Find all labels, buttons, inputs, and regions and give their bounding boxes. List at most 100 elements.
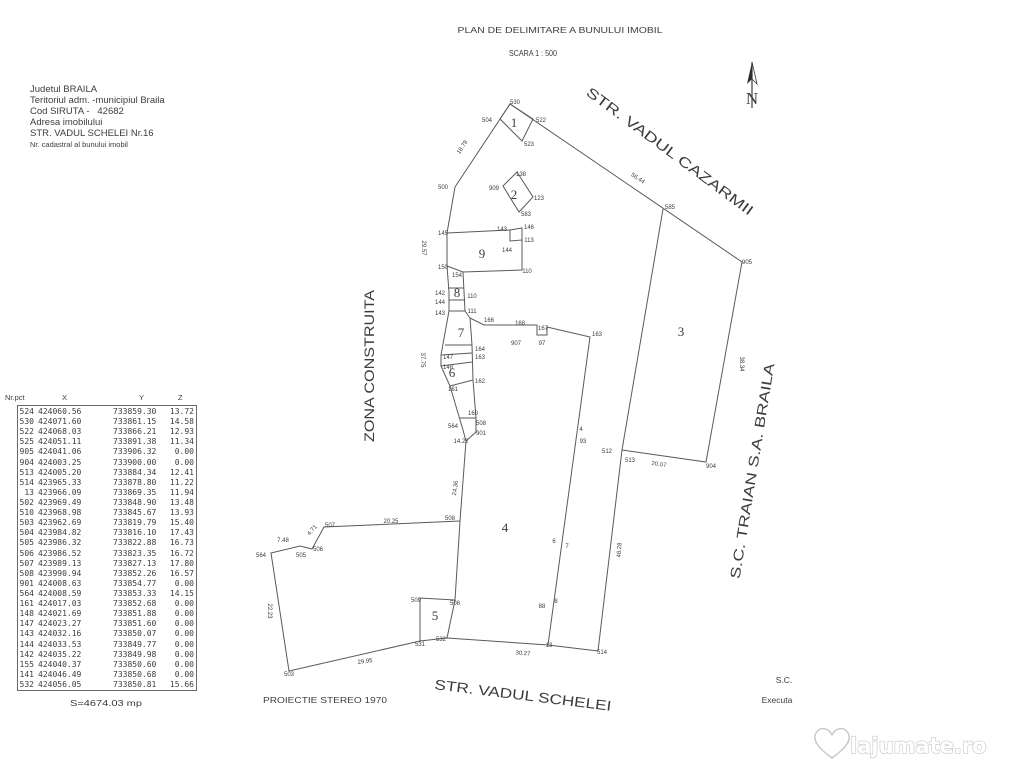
address-label: Adresa imobilului [30,117,102,128]
watermark: lajumate.ro [814,727,987,759]
point-number-label: 97 [539,341,546,347]
point-number-label: 167 [538,326,549,332]
segment-length-label: 24.36 [452,480,460,496]
y-coordinate-cell: 733822.88 [113,538,157,548]
coordinates-table-header: Nr.pct X Y Z [0,393,200,403]
point-number-label: 150 [438,265,449,271]
point-number-label: 138 [516,172,527,178]
x-coordinate-cell: 423986.32 [38,538,82,548]
x-coordinate-cell: 424035.22 [38,649,82,659]
parcel-number: 4 [502,520,509,535]
x-coordinate-cell: 424068.03 [38,427,82,437]
x-coordinate-cell: 424008.63 [38,578,82,588]
y-coordinate-cell: 733891.38 [113,437,157,447]
address-value: STR. VADUL SCHELEI Nr.16 [30,128,154,139]
x-coordinate-cell: 424005.20 [38,467,82,477]
y-coordinate-cell: 733900.00 [113,457,157,467]
point-number-cell: 513 [19,467,34,477]
point-number-label: 93 [580,439,587,445]
x-coordinate-cell: 424060.56 [38,407,82,416]
point-number-cell: 144 [19,639,34,649]
segment-length-label: 4.71 [307,524,320,537]
point-number-label: 564 [256,553,267,559]
point-number-cell: 525 [19,437,34,447]
point-number-label: 110 [467,294,477,300]
point-number-cell: 13 [24,487,34,497]
point-number-label: 144 [502,248,513,254]
y-coordinate-cell: 733850.68 [113,669,157,679]
y-coordinate-cell: 733861.15 [113,417,157,427]
point-number-label: 143 [435,311,446,317]
x-coordinate-cell: 424033.53 [38,639,82,649]
point-number-label: 508 [445,516,456,522]
segment-length-label: 30.27 [515,650,531,657]
lajumate-logo-icon [814,727,850,759]
point-number-label: 901 [476,431,487,437]
x-coordinate-cell: 424041.06 [38,447,82,457]
point-number-label: 154 [452,273,463,279]
x-coordinate-cell: 424040.37 [38,659,82,669]
point-number-cell: 142 [19,649,34,659]
x-coordinate-cell: 423969.49 [38,497,82,507]
point-number-label: 506 [313,547,324,553]
y-coordinate-cell: 733848.90 [113,497,157,507]
z-coordinate-cell: 12.41 [169,467,194,477]
segment-length-label: 37.75 [419,352,425,368]
header-z: Z [178,393,183,402]
z-coordinate-cell: 0.00 [174,609,194,619]
z-coordinate-cell: 14.58 [169,417,194,427]
point-number-label: 532 [436,637,447,643]
parcel-4-north-and-east-edge [469,317,591,646]
property-info-block: Judetul BRAILA Teritoriul adm. -municipi… [30,84,165,149]
watermark-text: lajumate.ro [850,734,987,758]
z-coordinate-cell: 0.00 [174,659,194,669]
segment-length-label: 7.48 [277,538,289,544]
point-number-label: 162 [475,379,486,385]
point-number-label: 512 [602,449,613,455]
point-number-cell: 504 [19,528,34,538]
parcel-3-west-edge [597,208,664,652]
north-arrow-icon: N [746,61,758,108]
point-number-label: 148 [443,365,454,371]
z-coordinate-cell: 0.00 [174,669,194,679]
segment-length-label: 56.44 [630,172,646,186]
segment-length-label: 18.79 [456,139,470,155]
header-y: Y [139,393,145,402]
point-number-label: 4 [579,427,583,433]
executant-label: Executa [762,695,793,705]
x-coordinate-cell: 424008.59 [38,588,82,598]
x-coordinate-cell: 423965.33 [38,477,82,487]
z-coordinate-cell: 14.15 [169,588,194,598]
segment-length-label: 48.28 [616,542,623,558]
point-number-cell: 143 [19,629,34,639]
parcel-number: 2 [511,187,518,202]
point-number-label: 163 [475,355,486,361]
parcel-6-dividers [440,352,474,387]
z-coordinate-cell: 16.57 [169,568,194,578]
point-number-label: 505 [296,553,307,559]
strip-west-edge [440,186,467,442]
point-number-label: 564 [448,424,459,430]
siruta-code-line: Cod SIRUTA - 42682 [30,106,124,117]
x-coordinate-cell: 424021.69 [38,609,82,619]
point-number-cell: 147 [19,619,34,629]
y-coordinate-cell: 733849.98 [113,649,157,659]
parcel-4-west-edge [446,431,477,639]
surface-area: S=4674.03 mp [70,698,142,708]
point-number-cell: 503 [19,518,34,528]
